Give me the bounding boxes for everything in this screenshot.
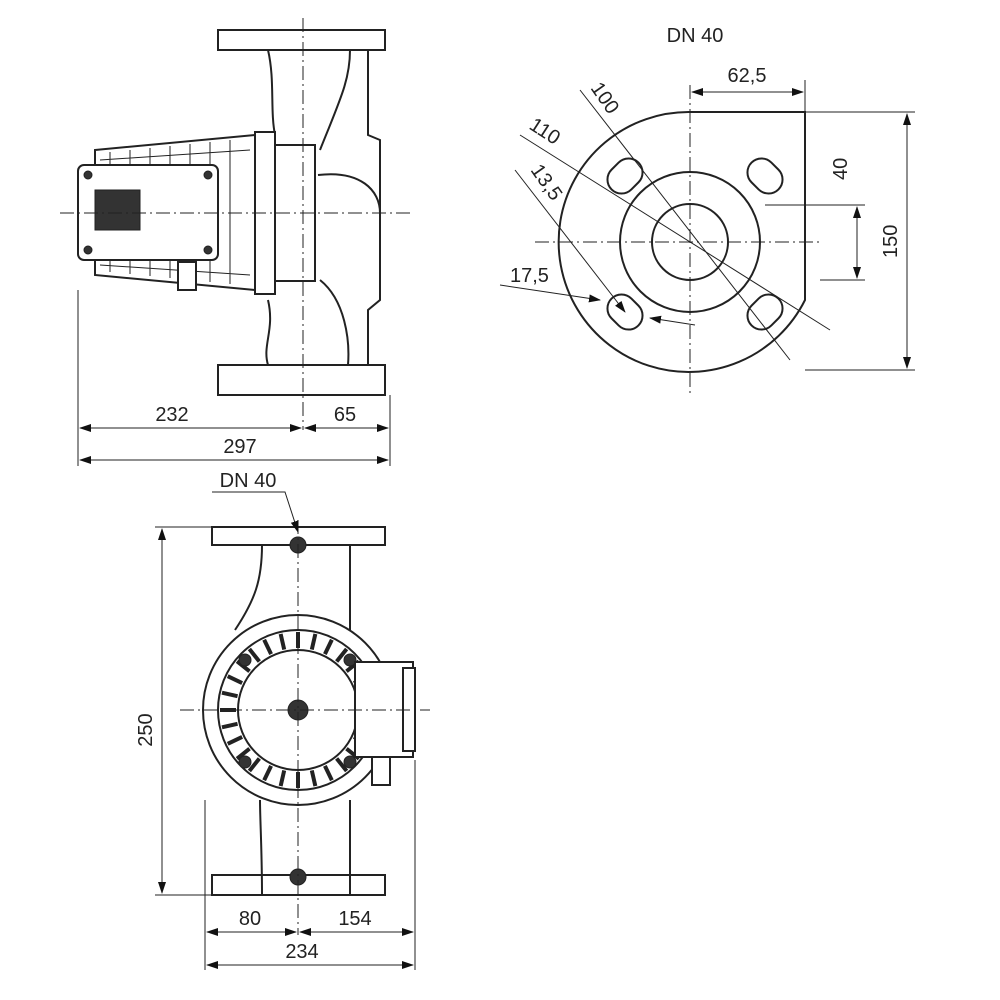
dim-250: 250 (135, 713, 157, 746)
display-grille-icon (94, 189, 141, 231)
front-view: DN 40 250 80 154 234 (135, 470, 430, 970)
dim-62-5: 62,5 (728, 65, 767, 87)
dim-110: 110 (525, 114, 564, 150)
cooling-fin (226, 674, 244, 685)
pump-body (265, 49, 381, 366)
cooling-fin (235, 747, 251, 761)
cooling-fin (309, 770, 318, 787)
dim-154: 154 (338, 908, 371, 930)
dim-65: 65 (334, 404, 356, 426)
dim-13-5: 13,5 (526, 160, 566, 205)
dim-17-5: 17,5 (510, 265, 549, 287)
dim-80: 80 (239, 908, 261, 930)
cable-gland (371, 756, 391, 786)
side-view: 232 65 297 (60, 18, 410, 466)
cooling-fin (262, 764, 273, 782)
cooling-fin (247, 757, 261, 773)
dim-40: 40 (830, 158, 852, 180)
flange-view: DN 40 62,5 100 110 13,5 17,5 40 150 (499, 25, 915, 395)
cooling-fin (323, 638, 334, 656)
dim-150: 150 (880, 225, 902, 258)
pump-body (234, 544, 351, 896)
volute (317, 49, 381, 366)
cooling-fin (335, 757, 349, 773)
cooling-fin (226, 735, 244, 746)
top-flange (217, 29, 386, 51)
cooling-fin (335, 647, 349, 663)
cooling-fin (309, 633, 318, 650)
flange-outline (557, 110, 806, 373)
dim-297: 297 (223, 436, 256, 458)
cooling-fin (323, 764, 334, 782)
dim-234: 234 (285, 941, 318, 963)
flange-title: DN 40 (667, 25, 724, 47)
dim-100: 100 (586, 78, 623, 118)
bottom-flange (217, 364, 386, 396)
cable-gland (177, 261, 197, 291)
cooling-fin (262, 638, 273, 656)
cooling-fin (235, 659, 251, 673)
cooling-fin (221, 721, 238, 730)
cooling-fin (247, 647, 261, 663)
dim-232: 232 (155, 404, 188, 426)
cooling-fin (221, 690, 238, 699)
cooling-fin (278, 770, 287, 787)
front-title: DN 40 (220, 470, 277, 492)
bolt-slots (606, 157, 784, 331)
cooling-fin (278, 633, 287, 650)
